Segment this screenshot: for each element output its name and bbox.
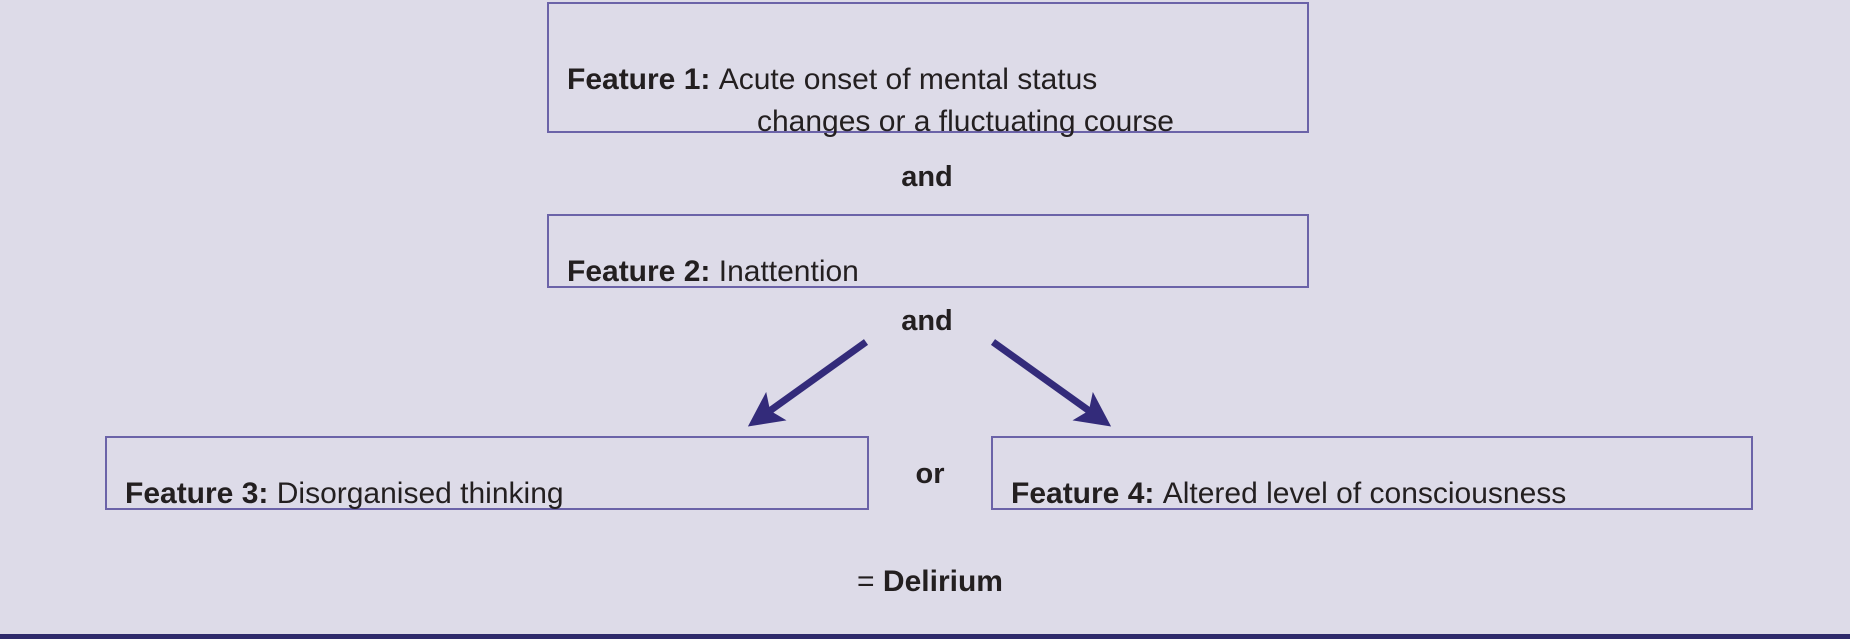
feature-3-label: Feature 3: <box>125 477 269 510</box>
feature-1-text: Feature 1: Acute onset of mental status … <box>567 16 1174 186</box>
result-delirium: = Delirium <box>760 565 1100 599</box>
feature-1-description-line2: changes or a fluctuating course <box>757 105 1174 139</box>
feature-3-spacer <box>268 477 276 510</box>
feature-2-label: Feature 2: <box>567 255 711 288</box>
feature-1-label: Feature 1: <box>567 62 711 96</box>
result-word: Delirium <box>882 565 1003 598</box>
feature-4-box: Feature 4: Altered level of consciousnes… <box>991 436 1753 510</box>
result-equals-sign: = <box>857 565 875 598</box>
feature-1-line1 <box>710 63 718 96</box>
connector-and-2: and <box>901 305 953 337</box>
feature-4-text: Feature 4: Altered level of consciousnes… <box>1011 430 1566 515</box>
arrow-to-feature-3 <box>747 339 869 427</box>
feature-4-description: Altered level of consciousness <box>1162 477 1567 510</box>
arrow-to-feature-4 <box>990 339 1112 427</box>
connector-or-1: or <box>915 458 945 490</box>
result-spacer <box>875 565 883 598</box>
feature-4-label: Feature 4: <box>1011 477 1155 510</box>
feature-4-spacer <box>1154 477 1162 510</box>
feature-3-text: Feature 3: Disorganised thinking <box>125 430 564 515</box>
feature-2-description: Inattention <box>718 255 859 288</box>
feature-3-box: Feature 3: Disorganised thinking <box>105 436 869 510</box>
feature-3-description: Disorganised thinking <box>276 477 564 510</box>
feature-2-text: Feature 2: Inattention <box>567 208 859 293</box>
feature-1-description-line1: Acute onset of mental status <box>718 62 1098 96</box>
feature-2-spacer <box>710 255 718 288</box>
feature-1-box: Feature 1: Acute onset of mental status … <box>547 2 1309 138</box>
connector-and-1: and <box>901 161 953 193</box>
feature-2-box: Feature 2: Inattention <box>547 214 1309 288</box>
